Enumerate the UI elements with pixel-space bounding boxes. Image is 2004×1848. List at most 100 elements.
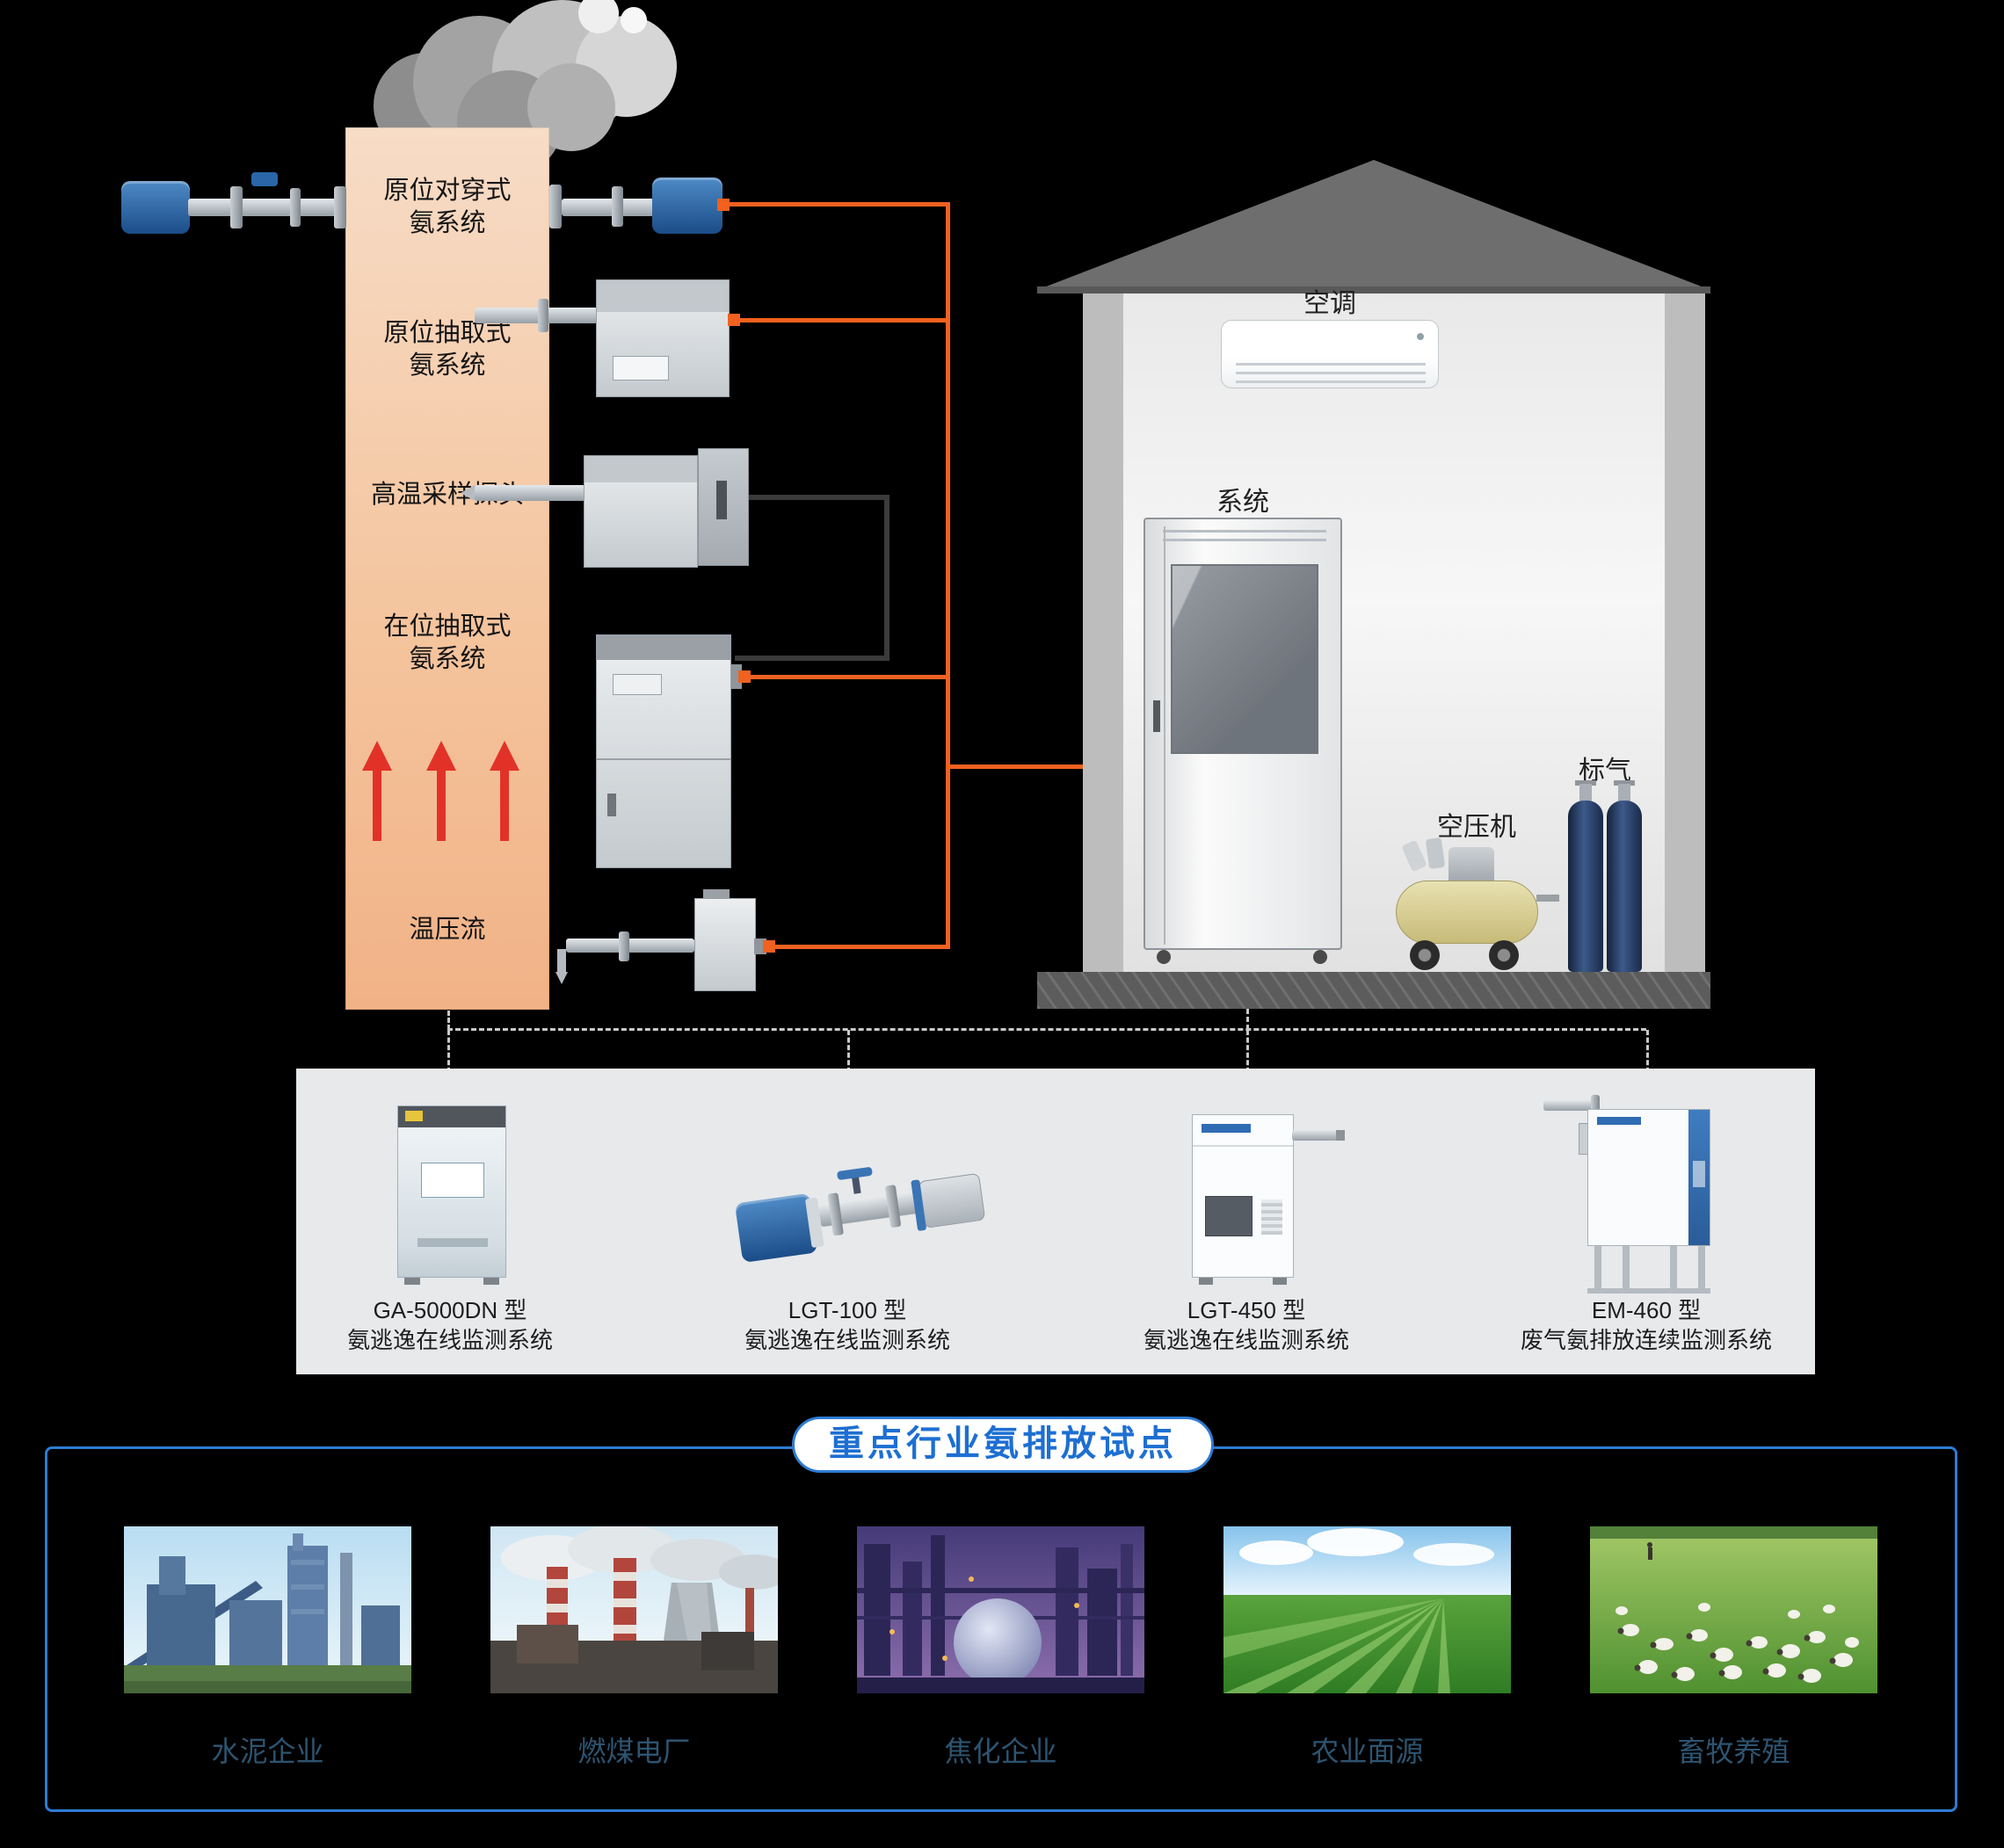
nozzle-tip xyxy=(555,972,568,984)
warning-tag xyxy=(405,1111,423,1121)
industry-photo-livestock xyxy=(1590,1526,1877,1693)
label-temp-pressure-flow: 温压流 xyxy=(345,914,549,946)
label-line: 氨系统 xyxy=(409,209,486,237)
cabinet-foot xyxy=(404,1278,420,1285)
product-label: GA-5000DN 型 氨逃逸在线监测系统 xyxy=(301,1295,599,1355)
valve-stem xyxy=(1618,784,1630,801)
industry-photo-coking xyxy=(857,1526,1144,1693)
compressor-label: 空压机 xyxy=(1437,813,1516,842)
vent-grille xyxy=(418,1238,488,1247)
product-name: 氨逃逸在线监测系统 xyxy=(346,1327,553,1353)
laser-receiver xyxy=(652,178,722,234)
air-conditioner xyxy=(1221,320,1439,388)
valve-stem xyxy=(1579,784,1592,801)
flange xyxy=(538,299,548,332)
industry-photo-agriculture xyxy=(1223,1526,1511,1693)
top-cap xyxy=(703,889,730,900)
probe-assembly xyxy=(731,1143,989,1273)
display-screen xyxy=(613,674,662,695)
compressor-wheel xyxy=(1410,940,1440,970)
cable xyxy=(735,656,889,661)
industry-label-coking: 焦化企业 xyxy=(944,1736,1057,1767)
flue-gas-up-arrow xyxy=(426,741,456,841)
display-screen xyxy=(421,1163,484,1198)
brand-bar xyxy=(1597,1117,1641,1125)
brand-bar xyxy=(1202,1124,1251,1133)
label-line: 氨系统 xyxy=(409,645,486,673)
label-line: 氨系统 xyxy=(409,351,486,380)
dashed-bus xyxy=(447,1028,1646,1031)
compressor-tank xyxy=(1396,881,1538,944)
dashed-drop xyxy=(1246,1030,1249,1088)
industry-photo-coal-power xyxy=(490,1526,778,1693)
door-seam xyxy=(1164,526,1165,945)
top-band xyxy=(597,635,730,660)
probe-tip xyxy=(1336,1130,1345,1141)
product-name: 氨逃逸在线监测系统 xyxy=(1143,1327,1349,1353)
strip-window xyxy=(1693,1161,1705,1187)
product-name: 废气氨排放连续监测系统 xyxy=(1520,1327,1772,1353)
receiver-unit xyxy=(918,1172,986,1228)
stand-leg xyxy=(1623,1246,1630,1290)
cable xyxy=(734,318,948,322)
cable xyxy=(744,675,948,679)
flange xyxy=(1591,1095,1600,1116)
vent-line xyxy=(1236,372,1426,374)
top-band xyxy=(584,456,697,482)
door-seam xyxy=(597,758,730,760)
product-model: LGT-100 型 xyxy=(788,1297,907,1323)
vent-grille xyxy=(1261,1199,1282,1235)
product-label: EM-460 型 废气氨排放连续监测系统 xyxy=(1497,1295,1796,1355)
caster-wheel xyxy=(1157,950,1171,964)
cable-to-shelter xyxy=(946,765,1141,769)
cabinet-body xyxy=(596,634,731,868)
cabinet-window xyxy=(1171,564,1318,754)
cabinet-foot xyxy=(1199,1278,1213,1285)
product-label: LGT-450 型 氨逃逸在线监测系统 xyxy=(1097,1295,1396,1355)
label-line: 在位抽取式 xyxy=(383,612,512,641)
dashed-riser xyxy=(1246,1009,1249,1030)
probe-body xyxy=(584,455,698,568)
probe-pipe xyxy=(562,199,654,216)
probe-pipe xyxy=(475,485,585,501)
outlet-pipe xyxy=(1536,895,1559,902)
cable xyxy=(769,945,948,949)
label-insitu-extraction-system: 原位抽取式 氨系统 xyxy=(345,317,549,382)
gas-cylinder xyxy=(1607,801,1642,972)
smoke-puff xyxy=(621,7,647,33)
dashed-drop xyxy=(447,1030,450,1088)
product-model: EM-460 型 xyxy=(1591,1297,1702,1323)
dashed-drop xyxy=(847,1030,850,1088)
cabinet-foot xyxy=(1273,1278,1287,1285)
ac-label: 空调 xyxy=(1303,289,1356,318)
cable xyxy=(884,495,889,658)
product-label: LGT-100 型 氨逃逸在线监测系统 xyxy=(698,1295,997,1355)
compressor-wheel xyxy=(1489,940,1519,970)
pilot-section-title: 重点行业氨排放试点 xyxy=(792,1417,1214,1473)
window xyxy=(1205,1196,1252,1236)
flange xyxy=(612,186,623,227)
label-inplace-extraction-system: 在位抽取式 氨系统 xyxy=(345,611,549,676)
product-cabinet xyxy=(1192,1114,1294,1278)
vent-line xyxy=(1163,539,1326,541)
flue-gas-up-arrow xyxy=(490,741,519,841)
probe-pipe xyxy=(188,199,346,216)
product-cabinet xyxy=(397,1105,506,1278)
system-cabinet-label: 系统 xyxy=(1216,488,1269,517)
cylinder-valve xyxy=(1614,780,1635,786)
roof-edge xyxy=(1037,286,1710,294)
gas-cylinder xyxy=(1568,801,1603,972)
smoke-puff xyxy=(578,0,619,33)
industry-label-cement: 水泥企业 xyxy=(211,1736,324,1767)
laser-transmitter xyxy=(121,181,190,234)
dashed-drop xyxy=(1646,1030,1649,1088)
stand-leg xyxy=(1698,1246,1705,1290)
vent-line xyxy=(1236,380,1426,383)
vent-line xyxy=(1236,363,1426,366)
cable-trunk xyxy=(946,202,950,949)
valve-knob xyxy=(251,172,278,186)
nozzle xyxy=(557,949,566,972)
display-screen xyxy=(613,356,669,380)
cabinet-foot xyxy=(483,1278,499,1285)
